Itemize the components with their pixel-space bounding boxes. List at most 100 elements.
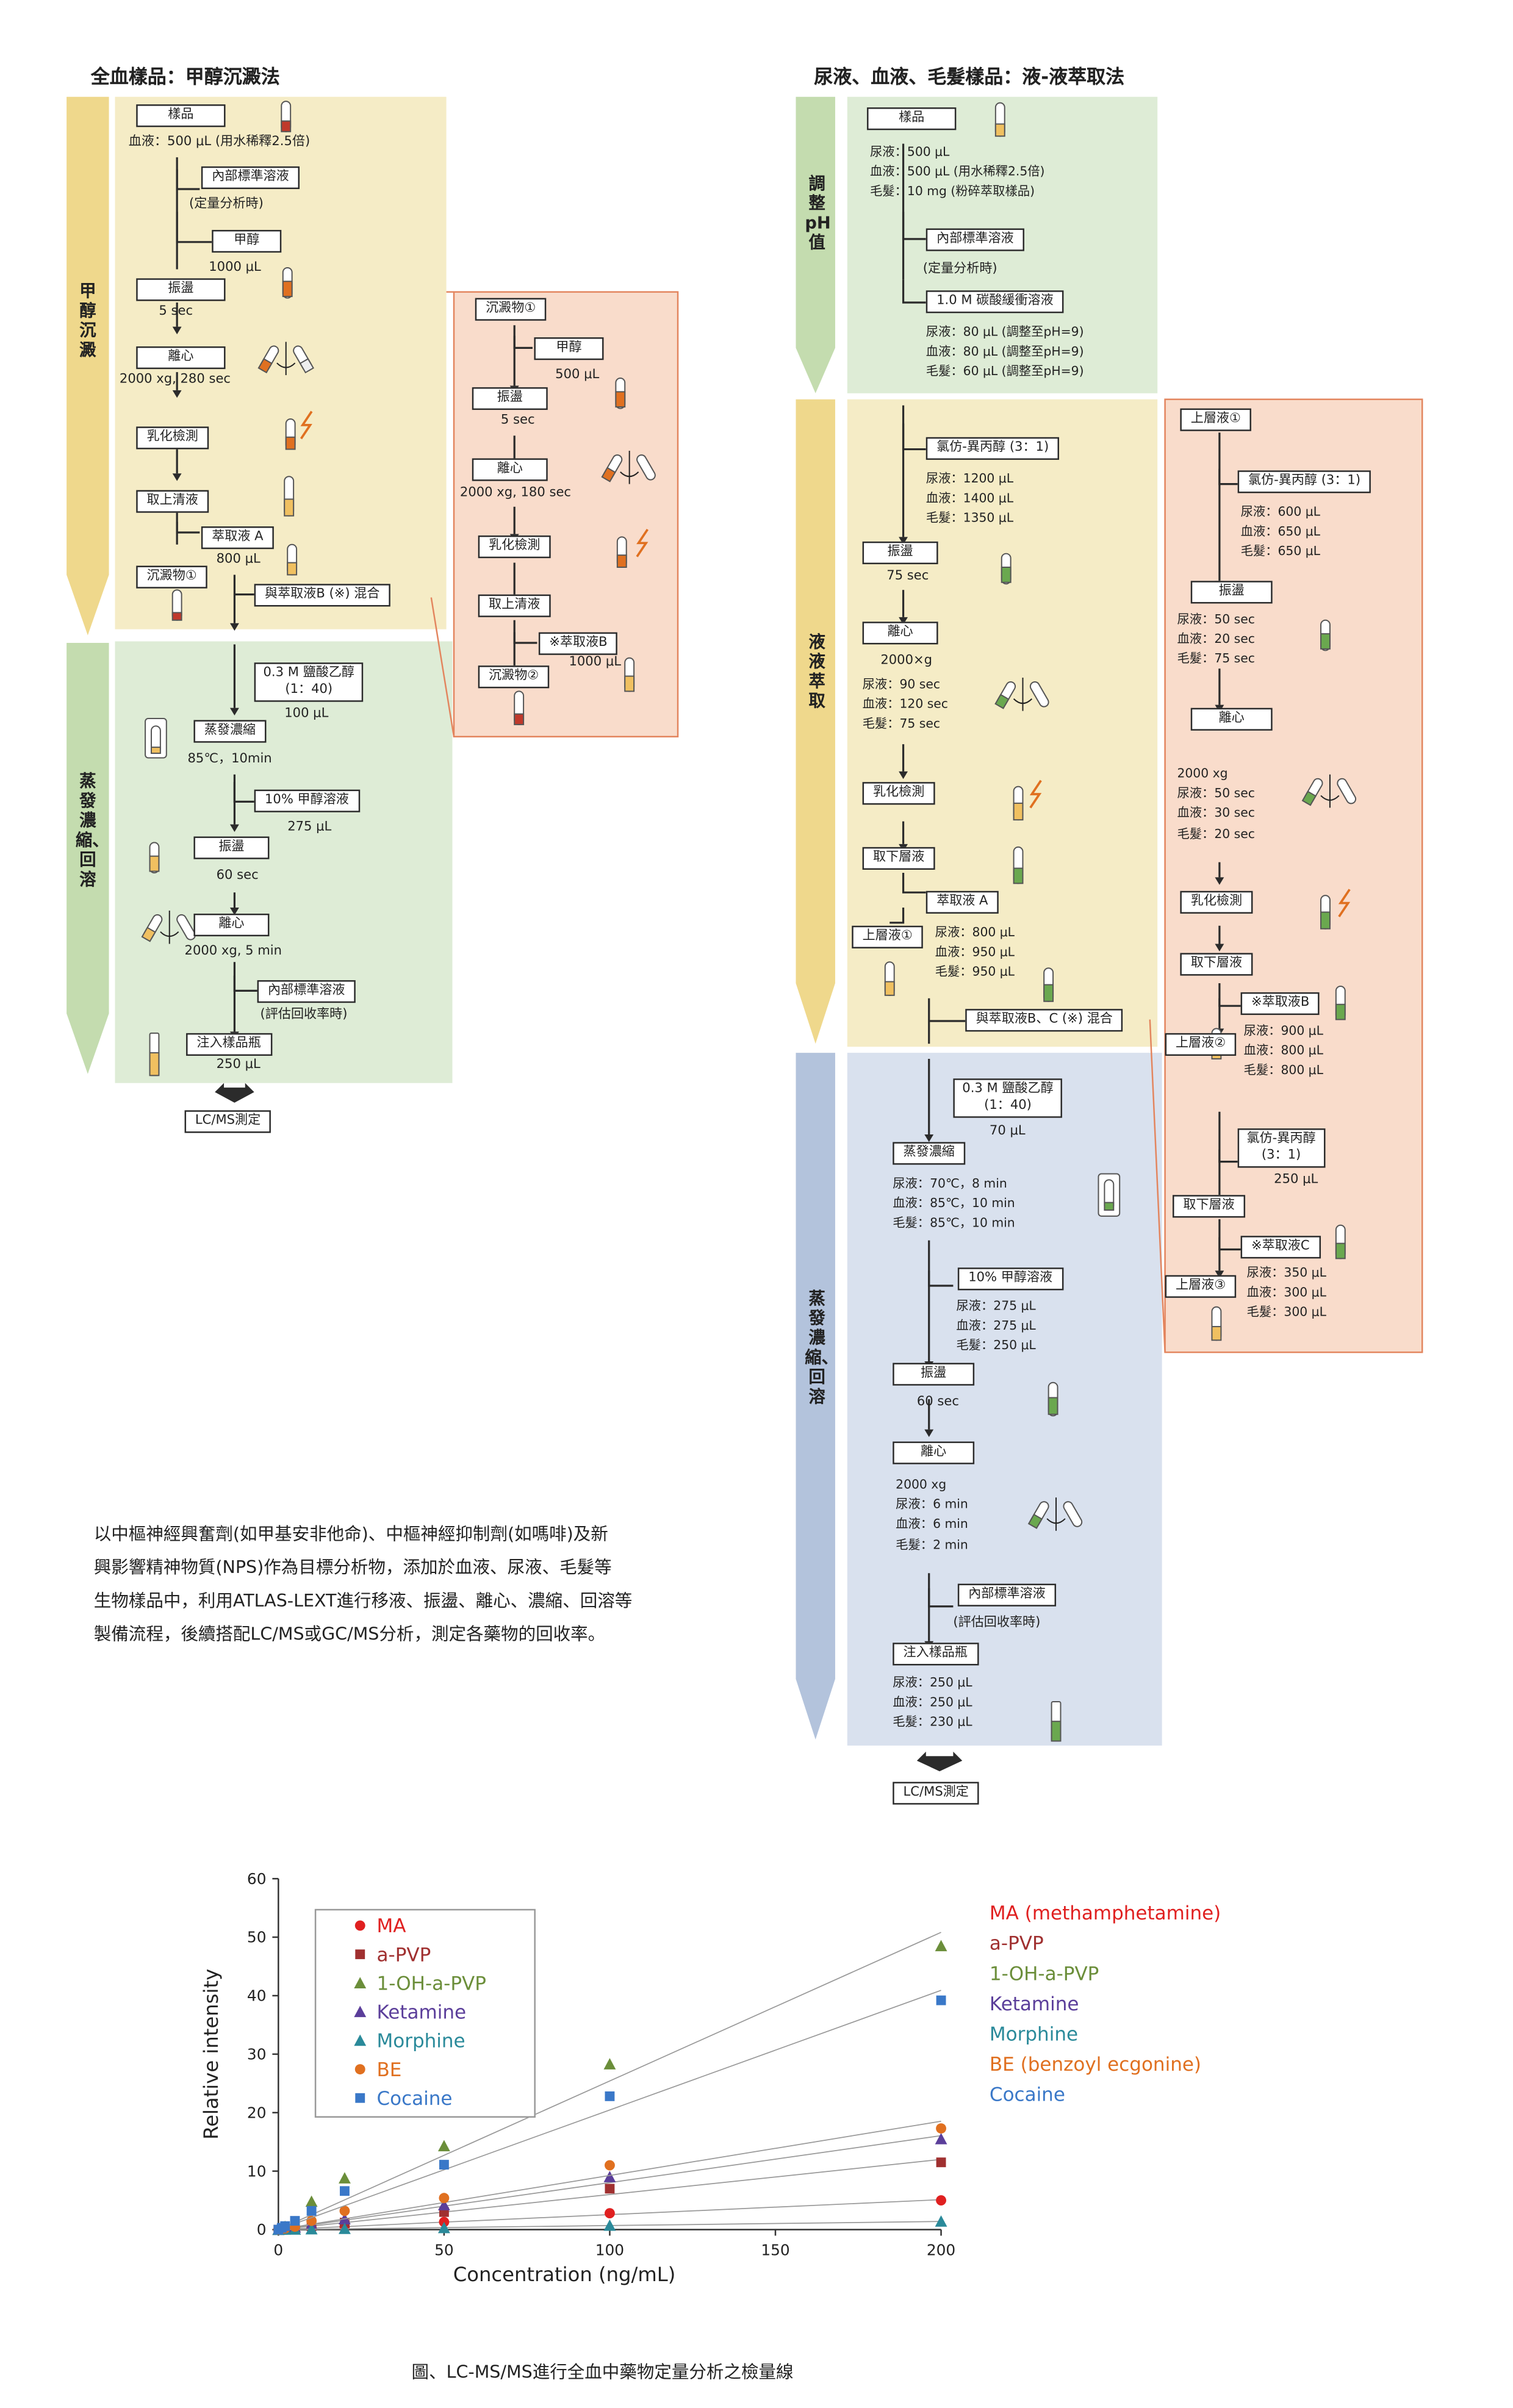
r-is2-note: (評估回收率時) <box>953 1615 1041 1631</box>
r-meoh10-note: 尿液：275 μL 血液：275 μL 毛髮：250 μL <box>956 1297 1036 1353</box>
x-tick-label: 100 <box>595 2241 624 2259</box>
evap-cond: 85℃，10min <box>187 751 272 767</box>
pr-chl-note: 尿液：600 μL 血液：650 μL 毛髮：650 μL <box>1240 503 1320 559</box>
pr-upper2-box: 上層液② <box>1165 1033 1237 1056</box>
data-point <box>437 2199 450 2210</box>
data-point <box>339 2206 350 2216</box>
data-point <box>605 2160 615 2171</box>
left-side-label-2: 蒸發濃縮、回溶 <box>76 771 109 890</box>
lightning-icons <box>300 410 1351 917</box>
data-point <box>935 2132 947 2145</box>
shake-box: 振盪 <box>136 278 226 301</box>
chart-legend <box>314 1908 536 2118</box>
y-tick-label: 50 <box>247 1929 267 1946</box>
legend-label: Cocaine <box>377 2088 453 2110</box>
right-legend-item: a-PVP <box>989 1931 1044 1955</box>
right-legend-item: BE (benzoyl ecgonine) <box>989 2052 1202 2076</box>
r-lower-box: 取下層液 <box>862 847 935 870</box>
pr-emul-box: 乳化檢測 <box>1180 890 1253 914</box>
data-point <box>437 2221 450 2234</box>
pr-lower2-box: 取下層液 <box>1173 1195 1246 1218</box>
right-side-arrow-blue <box>796 1053 835 1740</box>
right-side-arrow-green <box>796 96 835 393</box>
legend-label: a-PVP <box>377 1944 431 1966</box>
r-chl-note: 尿液：1200 μL 血液：1400 μL 毛髮：1350 μL <box>925 470 1014 526</box>
emul-box: 乳化檢測 <box>136 426 209 450</box>
r-buf-box: 1.0 M 碳酸緩衝溶液 <box>925 290 1065 314</box>
x-tick-label: 150 <box>761 2241 789 2259</box>
legend-marker <box>354 2005 367 2018</box>
data-point <box>935 1940 947 1952</box>
pink-shake-time: 5 sec <box>500 413 535 428</box>
meoh10-vol: 275 μL <box>287 820 332 835</box>
centrifuge-icon <box>141 910 196 944</box>
pr-extC-box: ※萃取液C <box>1240 1236 1320 1259</box>
right-legend-item: Cocaine <box>989 2082 1065 2106</box>
data-point <box>603 2219 616 2231</box>
r-cent-box: 離心 <box>862 622 938 645</box>
centrifuge-icons <box>141 342 1357 1531</box>
right-title: 尿液、血液、毛髮樣品：液-液萃取法 <box>814 65 1125 88</box>
pr-cent-note: 2000 xg 尿液：50 sec 血液：30 sec 毛髮：20 sec <box>1177 765 1255 840</box>
legend-label: Morphine <box>377 2030 465 2052</box>
centrifuge-icon <box>994 678 1049 711</box>
r-is-box: 內部標準溶液 <box>925 228 1024 251</box>
pink-meoh-vol: 500 μL <box>555 367 600 383</box>
data-point <box>936 2123 946 2134</box>
r-shake-time: 75 sec <box>886 568 929 584</box>
flow-lines <box>176 143 1241 1641</box>
lightning-icon <box>1029 779 1042 809</box>
r-cent-note: 尿液：90 sec 血液：120 sec 毛髮：75 sec <box>862 676 948 731</box>
pink-extB-box: ※萃取液B <box>538 632 619 655</box>
data-point <box>305 2223 318 2235</box>
r-emul-box: 乳化檢測 <box>862 782 935 805</box>
x-tick-label: 50 <box>434 2241 454 2259</box>
legend-marker <box>354 2034 367 2046</box>
sample-note: 血液：500 μL (用水稀釋2.5倍) <box>128 134 311 150</box>
y-tick-label: 60 <box>247 1870 267 1888</box>
r-extA-box: 萃取液 A <box>925 890 999 914</box>
right-side-label-2: 液液萃取 <box>808 632 825 711</box>
pr-extB-note: 尿液：900 μL 血液：800 μL 毛髮：800 μL <box>1243 1022 1323 1078</box>
r-evap-box: 蒸發濃縮 <box>893 1142 966 1165</box>
arrowheads <box>172 326 1224 1772</box>
pr-shake-note: 尿液：50 sec 血液：20 sec 毛髮：75 sec <box>1177 611 1255 667</box>
r-extA-note: 尿液：800 μL 血液：950 μL 毛髮：950 μL <box>935 924 1015 980</box>
data-point <box>306 2206 317 2216</box>
pr-lower1-box: 取下層液 <box>1180 953 1253 976</box>
left-title: 全血樣品：甲醇沉澱法 <box>90 65 280 88</box>
data-point <box>936 2195 946 2206</box>
y-tick-label: 30 <box>247 2046 267 2063</box>
cent-box: 離心 <box>136 346 226 370</box>
cent2-cond: 2000 xg, 5 min <box>184 944 282 959</box>
right-side-label-1: 調整pH值 <box>805 174 831 253</box>
pink-ppt2-box: 沉澱物② <box>478 665 550 689</box>
r-shake2-box: 振盪 <box>893 1363 975 1386</box>
r-is2-box: 內部標準溶液 <box>957 1583 1057 1607</box>
pink-cent-box: 離心 <box>472 458 548 481</box>
r-upper1-box: 上層液① <box>852 925 924 948</box>
data-point <box>439 2160 449 2170</box>
data-point <box>439 2193 450 2204</box>
lightning-icon <box>1338 889 1351 917</box>
data-point <box>605 2091 615 2101</box>
legend-label: Ketamine <box>377 2002 467 2024</box>
hcl-vol: 100 μL <box>284 706 329 722</box>
r-vial-box: 注入樣品瓶 <box>893 1643 979 1666</box>
hcl-box: 0.3 M 鹽酸乙醇 (1：40) <box>254 662 364 702</box>
centrifuge-icon <box>257 342 314 376</box>
centrifuge-icon <box>601 451 656 484</box>
lightning-icon <box>636 528 649 557</box>
left-pink-panel <box>453 291 679 738</box>
data-point <box>936 2157 946 2168</box>
shake-time: 5 sec <box>159 304 193 320</box>
right-legend-item: 1-OH-a-PVP <box>989 1962 1099 1985</box>
data-point <box>605 2184 615 2194</box>
pink-shake-box: 振盪 <box>472 387 548 410</box>
legend-marker <box>354 1977 367 1988</box>
data-point <box>605 2208 615 2219</box>
data-point <box>339 2172 351 2184</box>
data-point <box>339 2223 351 2234</box>
evap-box: 蒸發濃縮 <box>193 720 267 743</box>
